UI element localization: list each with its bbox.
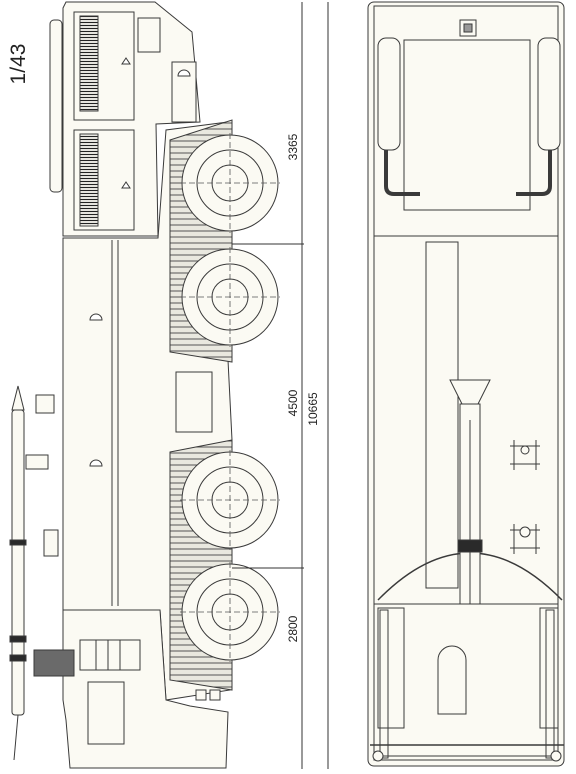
exhaust-right — [537, 37, 561, 151]
side-view — [9, 1, 280, 769]
roof-hatch-inner — [463, 23, 473, 33]
axle-centerlines — [180, 133, 280, 662]
rear-winch — [437, 645, 467, 715]
rear-panel-right — [539, 607, 559, 729]
side-box — [79, 639, 141, 671]
dimension-front-overhang: 3365 — [286, 133, 300, 161]
grille-block — [79, 15, 99, 112]
dimension-overall-length: 10665 — [306, 392, 320, 426]
vent-triangle — [121, 181, 131, 189]
dimension-rear-overhang: 2800 — [286, 615, 300, 643]
cab-step — [209, 689, 221, 701]
bracket — [43, 529, 59, 557]
exhaust-pipe-right — [516, 150, 552, 196]
support-bracket — [25, 454, 49, 470]
tube-clamp — [9, 654, 27, 662]
clamp — [457, 539, 483, 553]
vent-triangle — [121, 57, 131, 65]
tow-hook — [550, 750, 562, 762]
dimension-wheelbase: 4500 — [286, 389, 300, 417]
mirror — [177, 69, 191, 77]
cable — [13, 714, 19, 761]
tow-hook — [372, 750, 384, 762]
tube-clamp — [9, 539, 27, 546]
intake-box — [137, 17, 161, 53]
cab-door-window — [87, 681, 125, 745]
access-hatch — [175, 371, 213, 433]
launch-tube — [11, 409, 25, 716]
rear-panel-left — [377, 607, 405, 729]
tube-channel — [425, 241, 459, 589]
support-bracket — [35, 394, 55, 414]
top-view — [367, 1, 565, 767]
hydraulic-unit — [33, 649, 75, 677]
hydraulic-fittings — [510, 440, 540, 554]
missile-nose — [11, 385, 25, 411]
roof-vent — [89, 459, 103, 467]
engine-deck — [403, 39, 531, 211]
rear-post — [379, 609, 389, 759]
ladder-rungs — [95, 640, 121, 670]
roof-vent — [89, 313, 103, 321]
rear-post — [545, 609, 555, 759]
fitting-knob — [519, 526, 531, 538]
exhaust-stack — [49, 19, 63, 193]
grille-block — [79, 133, 99, 227]
scale-label: 1/43 — [7, 43, 30, 85]
dimension-lines — [232, 2, 329, 769]
exhaust-pipe-left — [384, 150, 420, 196]
cab-step — [195, 689, 207, 701]
exhaust-left — [377, 37, 401, 151]
fitting-knob — [520, 445, 530, 455]
tube-clamp — [9, 635, 27, 643]
